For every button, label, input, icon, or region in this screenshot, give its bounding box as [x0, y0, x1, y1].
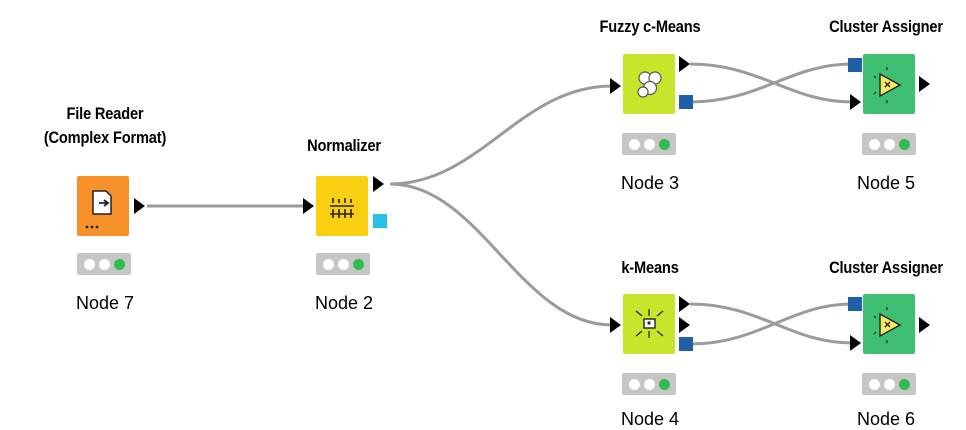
input-port[interactable]: [303, 198, 314, 214]
cluster-model-input-port[interactable]: [848, 297, 862, 311]
kmeans-icon[interactable]: [623, 294, 675, 354]
label-output-port[interactable]: [679, 317, 690, 333]
input-port[interactable]: [610, 317, 621, 333]
node-label[interactable]: Node 6: [856, 409, 916, 429]
wire-node4-model-node6[interactable]: [689, 302, 853, 346]
file-reader-icon[interactable]: [77, 176, 129, 236]
wire-node2-node3[interactable]: [389, 84, 613, 186]
normalizer-icon[interactable]: [316, 176, 368, 236]
data-input-port[interactable]: [850, 94, 861, 110]
status-light: [622, 133, 676, 155]
cluster-model-input-port[interactable]: [848, 58, 862, 72]
cluster-assigner-icon[interactable]: [863, 294, 915, 354]
cluster-assigner-icon[interactable]: [863, 54, 915, 114]
node-title: k-Means: [621, 258, 679, 277]
output-port[interactable]: [373, 176, 384, 192]
node-title-line2: (Complex Format): [43, 128, 167, 147]
data-input-port[interactable]: [850, 335, 861, 351]
node-title: Cluster Assigner: [829, 17, 943, 36]
status-light: [622, 373, 676, 395]
fuzzy-cmeans-icon[interactable]: [623, 54, 675, 114]
cluster-model-output-port[interactable]: [679, 95, 693, 109]
node-label[interactable]: Node 4: [620, 409, 680, 429]
wire-node3-model-node5[interactable]: [689, 62, 853, 104]
node-label[interactable]: Node 7: [75, 293, 135, 313]
output-port[interactable]: [919, 76, 930, 92]
output-port[interactable]: [134, 198, 145, 214]
output-port[interactable]: [919, 317, 930, 333]
node-title: Cluster Assigner: [829, 258, 943, 277]
node-title: Normalizer: [307, 136, 381, 155]
data-output-port[interactable]: [679, 296, 690, 312]
status-light: [77, 253, 131, 275]
node-label[interactable]: Node 5: [856, 173, 916, 193]
input-port[interactable]: [610, 78, 621, 94]
node-title: Fuzzy c-Means: [599, 17, 701, 36]
node-title: File Reader: [66, 104, 144, 123]
data-output-port[interactable]: [679, 56, 690, 72]
wire-node4-data-node6[interactable]: [689, 302, 853, 345]
cluster-model-output-port[interactable]: [679, 337, 693, 351]
status-light: [862, 133, 916, 155]
node-label[interactable]: Node 2: [314, 293, 374, 313]
status-light: [862, 373, 916, 395]
wire-node2-node4[interactable]: [389, 182, 613, 327]
node-label[interactable]: Node 3: [620, 173, 680, 193]
status-light: [316, 253, 370, 275]
model-output-port[interactable]: [373, 214, 387, 228]
